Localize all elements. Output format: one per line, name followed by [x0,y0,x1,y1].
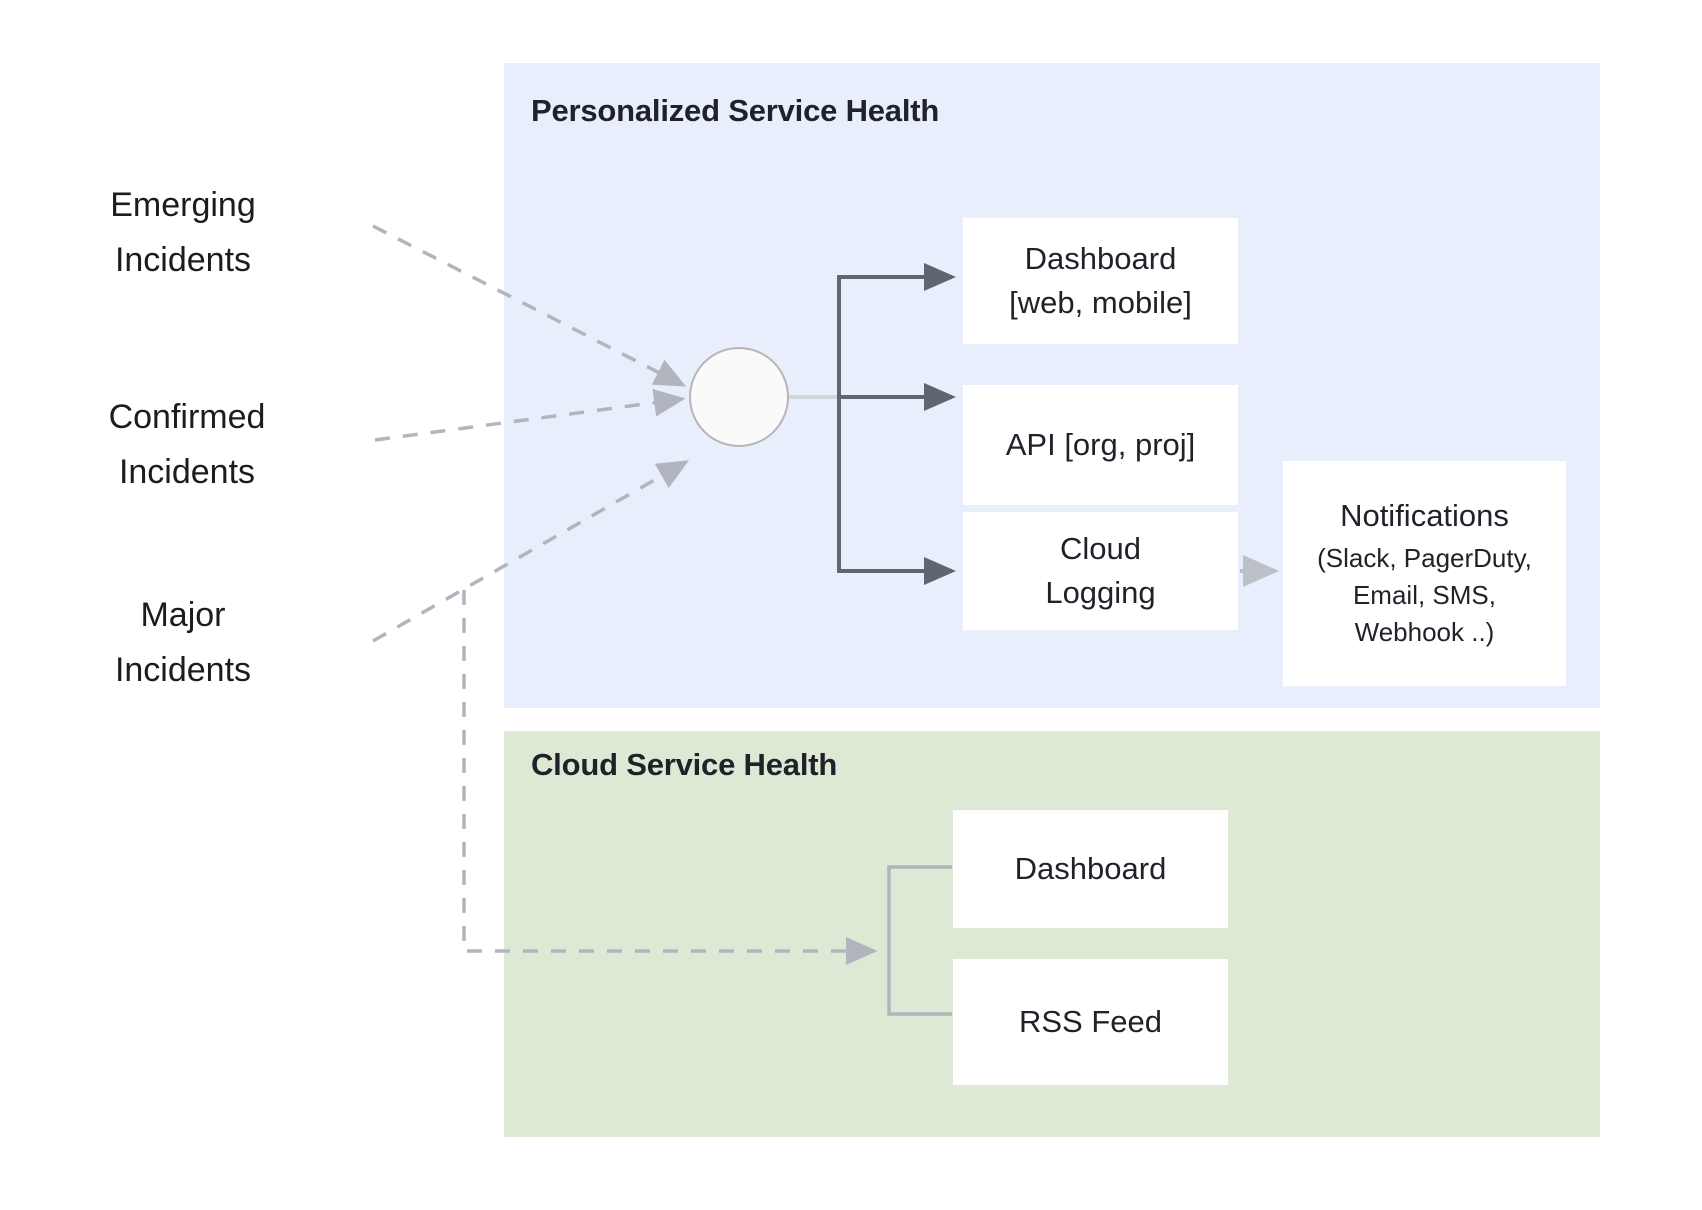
box-cloud-dashboard[interactable]: Dashboard [953,810,1228,928]
box-api-org-proj[interactable]: API [org, proj] [963,385,1238,505]
box-notifications[interactable]: Notifications (Slack, PagerDuty, Email, … [1283,461,1566,686]
aggregation-hub-node[interactable] [689,347,789,447]
panel-title-cloud-service-health: Cloud Service Health [531,747,838,782]
input-label-confirmed-incidents: Confirmed Incidents [108,398,266,492]
input-label-emerging-incidents: Emerging Incidents [110,186,256,280]
box-rss-feed[interactable]: RSS Feed [953,959,1228,1085]
box-dashboard-web-mobile[interactable]: Dashboard [web, mobile] [963,218,1238,344]
notifications-title: Notifications [1340,497,1509,533]
box-cloud-logging[interactable]: Cloud Logging [963,512,1238,630]
panel-title-personalized-service-health: Personalized Service Health [531,93,940,128]
notifications-channels: (Slack, PagerDuty, Email, SMS, Webhook .… [1317,542,1532,647]
input-label-major-incidents: Major Incidents [114,596,252,690]
